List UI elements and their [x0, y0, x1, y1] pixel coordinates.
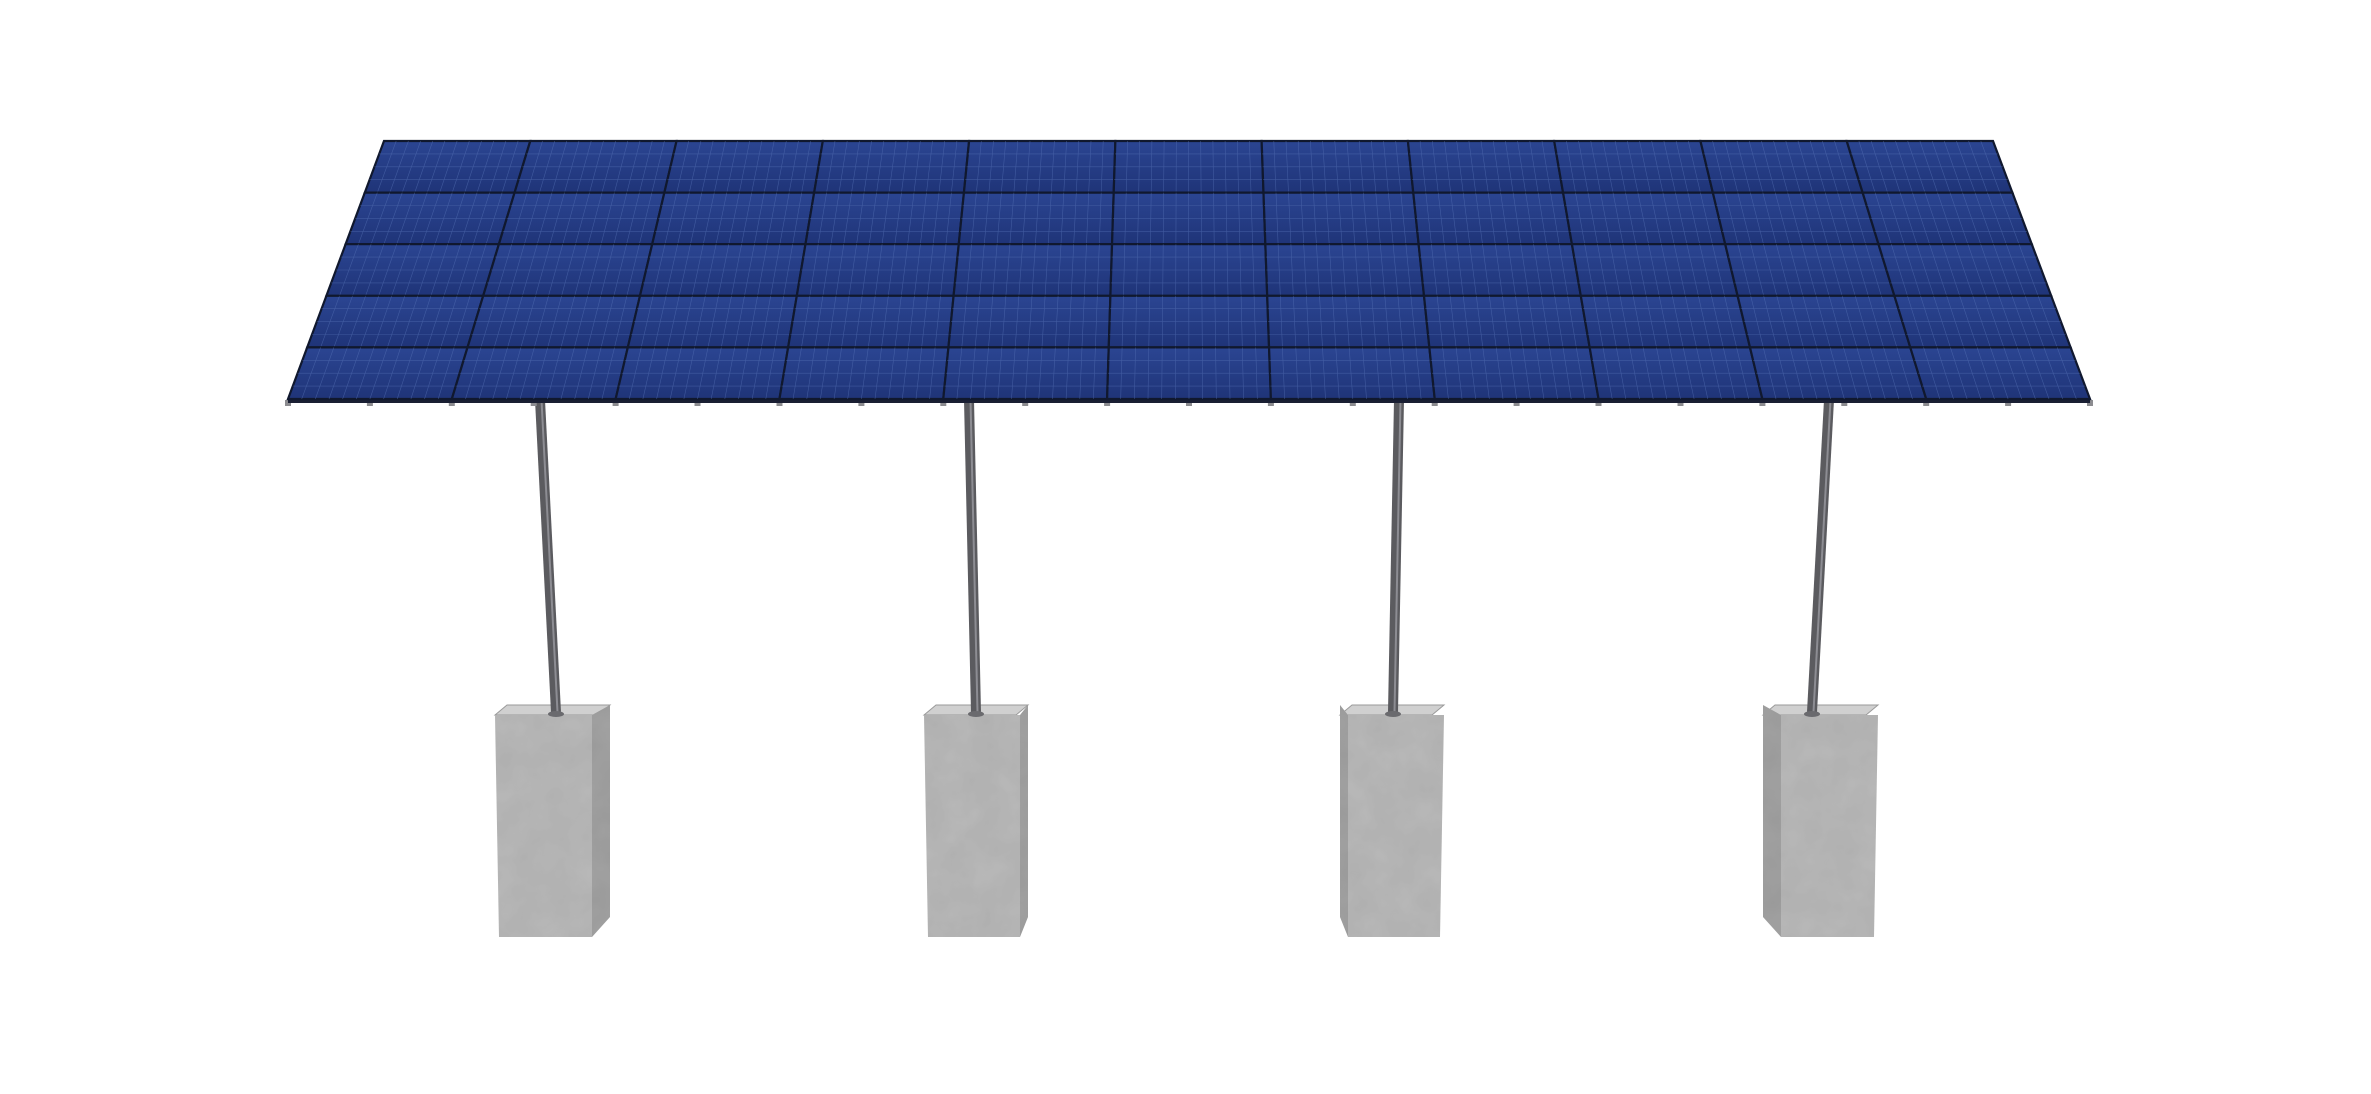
solar-panel: [1723, 243, 1896, 297]
solar-panel: [1428, 346, 1600, 401]
solar-panel: [662, 139, 825, 194]
solar-panel: [305, 294, 485, 349]
solar-panel: [481, 243, 654, 297]
solar-panel: [962, 139, 1117, 194]
solar-panel: [1561, 191, 1727, 246]
concrete-footing: [1761, 704, 1880, 937]
solar-panel: [1110, 191, 1267, 246]
support-column: [493, 399, 612, 937]
steel-pole: [1804, 399, 1834, 717]
solar-panel: [1711, 191, 1880, 246]
solar-panel: [1861, 191, 2034, 246]
solar-panel-array: [285, 139, 2093, 406]
steel-pole: [1385, 399, 1404, 717]
concrete-footing: [1338, 704, 1446, 937]
solar-panel: [1109, 243, 1269, 297]
solar-panel: [1699, 139, 1865, 194]
support-column: [1761, 399, 1880, 937]
solar-panel: [795, 243, 960, 297]
solar-panel: [1588, 346, 1764, 401]
support-columns: [493, 399, 1880, 937]
support-column: [922, 399, 1030, 937]
solar-panel: [786, 294, 955, 349]
solar-panel: [1422, 294, 1591, 349]
solar-panel: [957, 191, 1115, 246]
solar-panel: [1107, 294, 1271, 349]
solar-panel: [942, 346, 1110, 401]
solar-panel: [513, 139, 678, 194]
solar-panel: [1845, 139, 2014, 194]
solar-panel: [1266, 294, 1431, 349]
solar-panel: [344, 191, 517, 246]
concrete-footing: [493, 704, 612, 937]
solar-panel: [804, 191, 966, 246]
solar-panel: [1417, 243, 1583, 297]
solar-panel: [626, 294, 799, 349]
steel-pole: [535, 399, 564, 717]
solar-panel: [1892, 294, 2073, 349]
solar-panel: [1908, 346, 2092, 401]
solar-panel: [1877, 243, 2053, 297]
solar-panel: [324, 243, 501, 297]
solar-panel: [1112, 139, 1265, 194]
solar-panel: [1570, 243, 1739, 297]
solar-panel: [650, 191, 816, 246]
concrete-footing: [922, 704, 1030, 937]
solar-panel: [363, 139, 532, 194]
solar-panel: [1552, 139, 1715, 194]
solar-panel: [1736, 294, 1912, 349]
solar-panel: [638, 243, 807, 297]
solar-panel: [466, 294, 642, 349]
solar-panel: [286, 346, 469, 401]
solar-panel: [1264, 243, 1426, 297]
solar-panel: [614, 346, 790, 401]
solar-panel: [1579, 294, 1752, 349]
solar-panel: [497, 191, 666, 246]
solar-panel: [1260, 139, 1415, 194]
solar-panel: [1412, 191, 1574, 246]
solar-panel: [1262, 191, 1420, 246]
solar-panel: [778, 346, 950, 401]
solar-panel: [1267, 346, 1436, 401]
solar-panel: [947, 294, 1112, 349]
solar-panel: [1406, 139, 1565, 194]
solar-panel: [1105, 346, 1273, 401]
solar-panel: [1748, 346, 1928, 401]
solar-panel: [952, 243, 1114, 297]
solar-panel: [812, 139, 971, 194]
solar-panel: [450, 346, 630, 401]
support-column: [1338, 399, 1446, 937]
steel-pole: [964, 399, 984, 717]
